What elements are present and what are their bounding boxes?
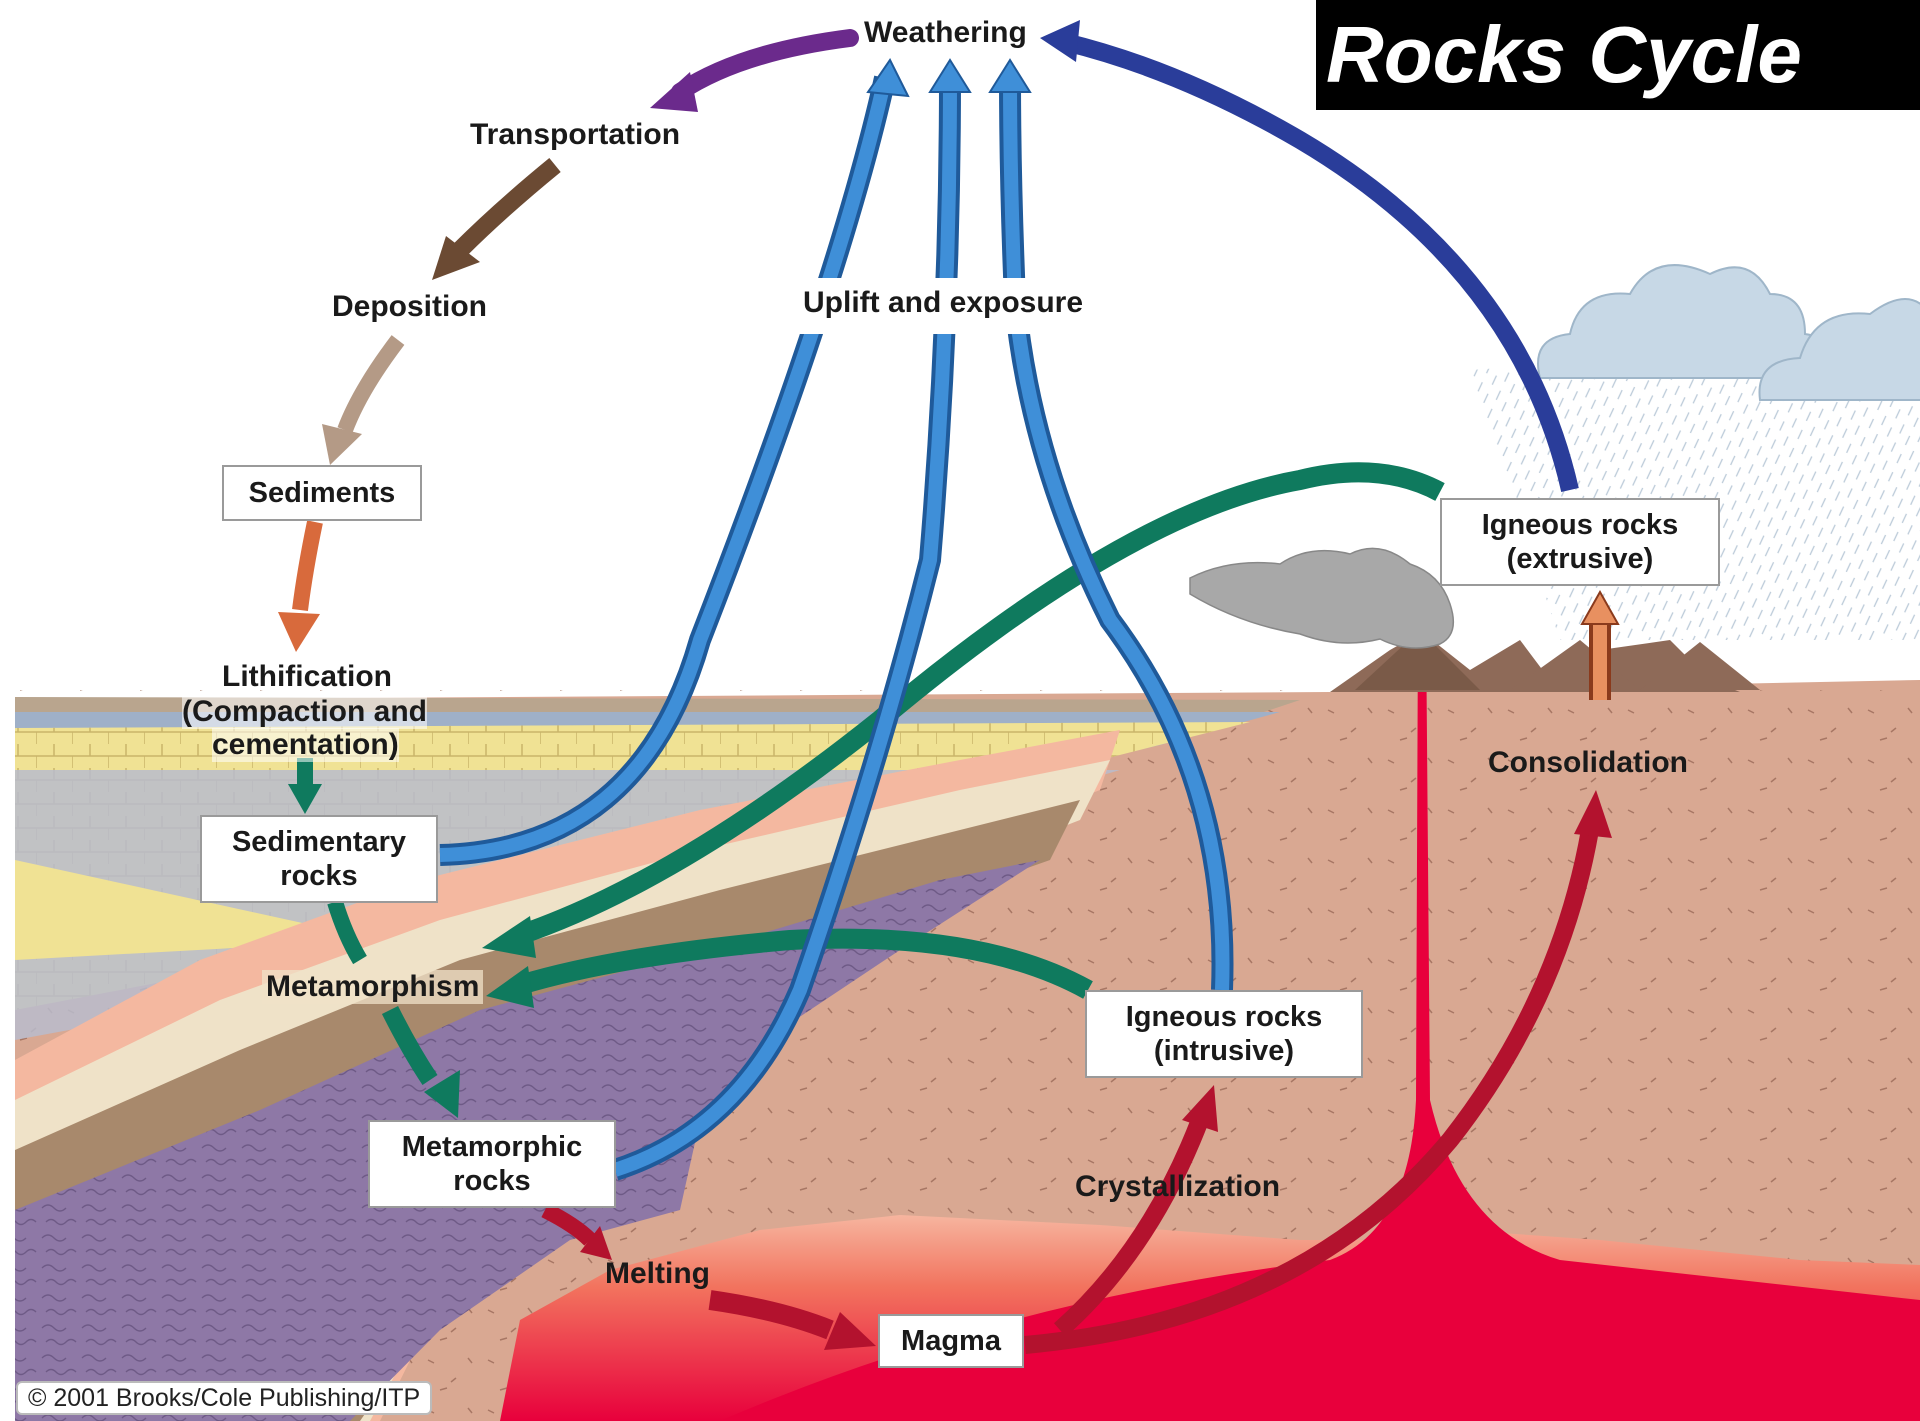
sedimentary-text-2: rocks bbox=[280, 859, 357, 893]
box-igneous-intrusive: Igneous rocks (intrusive) bbox=[1085, 990, 1363, 1078]
box-magma: Magma bbox=[878, 1314, 1024, 1368]
label-weathering: Weathering bbox=[864, 16, 1027, 50]
label-lithification: Lithification bbox=[222, 660, 392, 694]
sedimentary-text-1: Sedimentary bbox=[232, 825, 406, 859]
label-deposition: Deposition bbox=[332, 290, 487, 324]
box-sedimentary-rocks: Sedimentary rocks bbox=[200, 815, 438, 903]
label-lithification-note-1: (Compaction and bbox=[182, 695, 427, 729]
igneous-intrusive-text-1: Igneous rocks bbox=[1126, 1000, 1323, 1034]
igneous-intrusive-text-2: (intrusive) bbox=[1154, 1034, 1294, 1068]
sediments-text: Sediments bbox=[249, 476, 396, 510]
box-igneous-extrusive: Igneous rocks (extrusive) bbox=[1440, 498, 1720, 586]
igneous-extrusive-text-1: Igneous rocks bbox=[1482, 508, 1679, 542]
igneous-extrusive-text-2: (extrusive) bbox=[1507, 542, 1654, 576]
box-metamorphic-rocks: Metamorphic rocks bbox=[368, 1120, 616, 1208]
magma-text: Magma bbox=[901, 1324, 1001, 1358]
label-crystallization: Crystallization bbox=[1075, 1170, 1280, 1204]
label-consolidation: Consolidation bbox=[1488, 746, 1688, 780]
smoke-plume bbox=[1190, 548, 1453, 648]
box-sediments: Sediments bbox=[222, 465, 422, 521]
copyright-notice: © 2001 Brooks/Cole Publishing/ITP bbox=[16, 1381, 432, 1415]
label-transportation: Transportation bbox=[470, 118, 680, 152]
label-uplift: Uplift and exposure bbox=[803, 286, 1083, 320]
label-lithification-note-2: cementation) bbox=[212, 728, 399, 762]
label-metamorphism: Metamorphism bbox=[262, 970, 483, 1004]
diagram-title: Rocks Cycle bbox=[1326, 9, 1802, 101]
metamorphic-text-2: rocks bbox=[453, 1164, 530, 1198]
label-melting: Melting bbox=[605, 1257, 710, 1291]
title-bar: Rocks Cycle bbox=[1316, 0, 1920, 110]
metamorphic-text-1: Metamorphic bbox=[402, 1130, 582, 1164]
